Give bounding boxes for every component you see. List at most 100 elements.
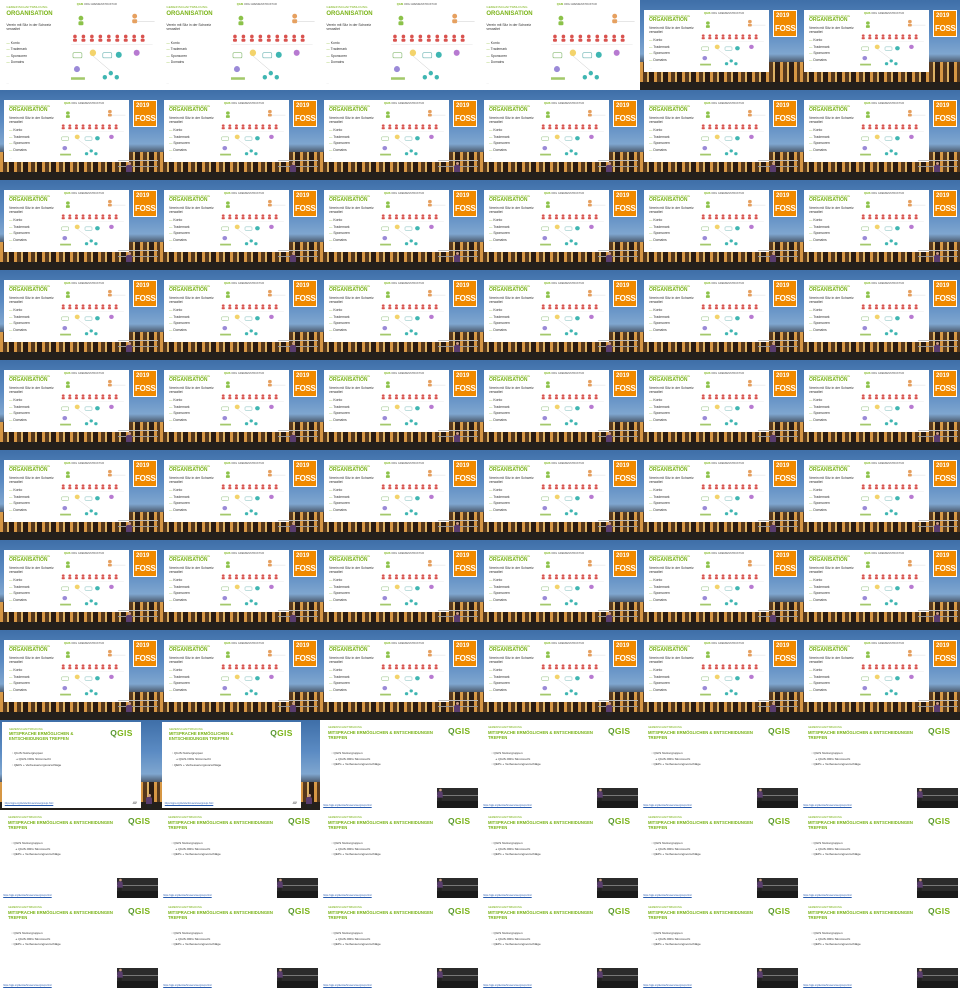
usergroups-link[interactable]: https://qgis.org/de/site/forusers/usergr… <box>483 895 532 898</box>
usergroups-link[interactable]: https://qgis.org/de/site/forusers/usergr… <box>323 985 372 988</box>
usergroups-link[interactable]: https://qgis.org/de/site/forusers/usergr… <box>3 985 52 988</box>
video-frame-thumbnail[interactable]: GEMEINSCHAFTSBILDUNG MITSPRACHE ERMÖGLIC… <box>320 720 480 810</box>
video-frame-thumbnail[interactable]: GEMEINSCHAFTSBILDUNG ORGANISATION Verein… <box>160 360 320 450</box>
video-frame-thumbnail[interactable]: GEMEINSCHAFTSBILDUNG ORGANISATION Verein… <box>320 90 480 180</box>
usergroups-link[interactable]: https://qgis.org/de/site/forusers/usergr… <box>323 895 372 898</box>
video-frame-thumbnail[interactable]: GEMEINSCHAFTSBILDUNG ORGANISATION Verein… <box>160 180 320 270</box>
video-frame-thumbnail[interactable]: GEMEINSCHAFTSBILDUNG ORGANISATION Verein… <box>160 540 320 630</box>
video-frame-thumbnail[interactable]: GEMEINSCHAFTSBILDUNG ORGANISATION Verein… <box>640 90 800 180</box>
video-frame-thumbnail[interactable]: GEMEINSCHAFTSBILDUNG ORGANISATION Verein… <box>320 270 480 360</box>
video-frame-thumbnail[interactable]: GEMEINSCHAFTSBILDUNG ORGANISATION Verein… <box>320 630 480 720</box>
video-frame-thumbnail[interactable]: GEMEINSCHAFTSBILDUNG ORGANISATION Verein… <box>800 180 960 270</box>
video-frame-thumbnail[interactable]: GEMEINSCHAFTSBILDUNG ORGANISATION Verein… <box>0 360 160 450</box>
video-frame-thumbnail[interactable]: GEMEINSCHAFTSBILDUNG ORGANISATION Verein… <box>800 450 960 540</box>
video-frame-thumbnail[interactable]: GEMEINSCHAFTSBILDUNG ORGANISATION Verein… <box>0 90 160 180</box>
video-frame-thumbnail[interactable]: GEMEINSCHAFTSBILDUNG ORGANISATION Verein… <box>800 360 960 450</box>
video-frame-thumbnail[interactable]: GEMEINSCHAFTSBILDUNG ORGANISATION Verein… <box>800 630 960 720</box>
qgis-slide: GEMEINSCHAFTSBILDUNG MITSPRACHE ERMÖGLIC… <box>800 720 960 810</box>
org-diagram-icons <box>379 649 445 696</box>
usergroups-link[interactable]: https://qgis.org/de/site/forusers/usergr… <box>4 803 54 806</box>
video-frame-thumbnail[interactable]: GEMEINSCHAFTSBILDUNG ORGANISATION Verein… <box>800 90 960 180</box>
slide-ellipsis: … <box>489 335 492 340</box>
qgis-point-list: QGIS NutzergruppenQGIS.ORG StimmrechtQEP… <box>491 931 541 949</box>
video-frame-thumbnail[interactable]: GEMEINSCHAFTSBILDUNG ORGANISATION Verein… <box>640 0 800 90</box>
usergroups-link[interactable]: https://qgis.org/de/site/forusers/usergr… <box>163 985 212 988</box>
video-frame-thumbnail[interactable]: GEMEINSCHAFTSBILDUNG MITSPRACHE ERMÖGLIC… <box>640 810 800 900</box>
video-frame-thumbnail[interactable]: GEMEINSCHAFTSBILDUNG MITSPRACHE ERMÖGLIC… <box>160 900 320 990</box>
org-bullet: Trademark <box>649 404 670 410</box>
video-frame-thumbnail[interactable]: GEMEINSCHAFTSBILDUNG ORGANISATION Verein… <box>160 450 320 540</box>
video-frame-thumbnail[interactable]: GEMEINSCHAFTSBILDUNG ORGANISATION Verein… <box>320 0 480 90</box>
usergroups-link[interactable]: https://qgis.org/de/site/forusers/usergr… <box>323 805 372 808</box>
org-bullet: Domains <box>329 147 350 153</box>
video-frame-thumbnail[interactable]: GEMEINSCHAFTSBILDUNG ORGANISATION Verein… <box>0 630 160 720</box>
video-frame-thumbnail[interactable]: GEMEINSCHAFTSBILDUNG ORGANISATION Verein… <box>160 630 320 720</box>
video-frame-thumbnail[interactable]: GEMEINSCHAFTSBILDUNG ORGANISATION Verein… <box>0 180 160 270</box>
usergroups-link[interactable]: https://qgis.org/de/site/forusers/usergr… <box>483 805 532 808</box>
video-frame-thumbnail[interactable]: GEMEINSCHAFTSBILDUNG ORGANISATION Verein… <box>160 90 320 180</box>
usergroups-link[interactable]: https://qgis.org/de/site/forusers/usergr… <box>643 895 692 898</box>
video-frame-thumbnail[interactable]: GEMEINSCHAFTSBILDUNG ORGANISATION Verein… <box>480 90 640 180</box>
video-frame-thumbnail[interactable]: GEMEINSCHAFTSBILDUNG ORGANISATION Verein… <box>800 0 960 90</box>
video-frame-thumbnail[interactable]: GEMEINSCHAFTSBILDUNG ORGANISATION Verein… <box>160 0 320 90</box>
video-frame-thumbnail[interactable]: GEMEINSCHAFTSBILDUNG MITSPRACHE ERMÖGLIC… <box>800 720 960 810</box>
video-frame-thumbnail[interactable]: GEMEINSCHAFTSBILDUNG ORGANISATION Verein… <box>0 270 160 360</box>
usergroups-link[interactable]: https://qgis.org/de/site/forusers/usergr… <box>164 803 214 806</box>
qgis-slide: GEMEINSCHAFTSBILDUNG MITSPRACHE ERMÖGLIC… <box>2 722 141 808</box>
video-frame-thumbnail[interactable]: GEMEINSCHAFTSBILDUNG MITSPRACHE ERMÖGLIC… <box>0 720 160 810</box>
video-frame-thumbnail[interactable]: GEMEINSCHAFTSBILDUNG MITSPRACHE ERMÖGLIC… <box>480 810 640 900</box>
usergroups-link[interactable]: https://qgis.org/de/site/forusers/usergr… <box>483 985 532 988</box>
qgis-point: QGIS Nutzergruppen <box>491 931 541 937</box>
video-frame-thumbnail[interactable]: GEMEINSCHAFTSBILDUNG MITSPRACHE ERMÖGLIC… <box>320 810 480 900</box>
video-frame-thumbnail[interactable]: GEMEINSCHAFTSBILDUNG ORGANISATION Verein… <box>640 270 800 360</box>
org-bullet: Sponsoren <box>809 590 829 596</box>
usergroups-link[interactable]: https://qgis.org/de/site/forusers/usergr… <box>3 895 52 898</box>
foss-word: FOSS <box>775 474 796 483</box>
organisation-slide: GEMEINSCHAFTSBILDUNG ORGANISATION Verein… <box>4 550 129 612</box>
usergroups-link[interactable]: https://qgis.org/de/site/forusers/usergr… <box>803 805 852 808</box>
video-frame-thumbnail[interactable]: GEMEINSCHAFTSBILDUNG ORGANISATION Verein… <box>640 450 800 540</box>
stage-floor <box>800 712 960 720</box>
video-frame-thumbnail[interactable]: GEMEINSCHAFTSBILDUNG MITSPRACHE ERMÖGLIC… <box>640 720 800 810</box>
video-frame-thumbnail[interactable]: GEMEINSCHAFTSBILDUNG ORGANISATION Verein… <box>320 450 480 540</box>
video-frame-thumbnail[interactable]: GEMEINSCHAFTSBILDUNG MITSPRACHE ERMÖGLIC… <box>800 900 960 990</box>
usergroups-link[interactable]: https://qgis.org/de/site/forusers/usergr… <box>643 985 692 988</box>
video-frame-thumbnail[interactable]: GEMEINSCHAFTSBILDUNG ORGANISATION Verein… <box>640 630 800 720</box>
slide-title: ORGANISATION <box>649 377 688 384</box>
org-bullet: Konto <box>809 577 830 583</box>
video-frame-thumbnail[interactable]: GEMEINSCHAFTSBILDUNG ORGANISATION Verein… <box>800 270 960 360</box>
video-frame-thumbnail[interactable]: GEMEINSCHAFTSBILDUNG MITSPRACHE ERMÖGLIC… <box>800 810 960 900</box>
video-frame-thumbnail[interactable]: GEMEINSCHAFTSBILDUNG ORGANISATION Verein… <box>0 0 160 90</box>
video-frame-thumbnail[interactable]: GEMEINSCHAFTSBILDUNG MITSPRACHE ERMÖGLIC… <box>640 900 800 990</box>
video-frame-thumbnail[interactable]: GEMEINSCHAFTSBILDUNG MITSPRACHE ERMÖGLIC… <box>160 810 320 900</box>
video-frame-thumbnail[interactable]: GEMEINSCHAFTSBILDUNG MITSPRACHE ERMÖGLIC… <box>320 900 480 990</box>
usergroups-link[interactable]: https://qgis.org/de/site/forusers/usergr… <box>803 895 852 898</box>
video-frame-thumbnail[interactable]: GEMEINSCHAFTSBILDUNG MITSPRACHE ERMÖGLIC… <box>480 900 640 990</box>
video-frame-thumbnail[interactable]: GEMEINSCHAFTSBILDUNG ORGANISATION Verein… <box>320 360 480 450</box>
video-frame-thumbnail[interactable]: GEMEINSCHAFTSBILDUNG ORGANISATION Verein… <box>480 180 640 270</box>
video-frame-thumbnail[interactable]: GEMEINSCHAFTSBILDUNG ORGANISATION Verein… <box>160 270 320 360</box>
usergroups-link[interactable]: https://qgis.org/de/site/forusers/usergr… <box>163 895 212 898</box>
org-bullet: Trademark <box>649 44 670 50</box>
usergroups-link[interactable]: https://qgis.org/de/site/forusers/usergr… <box>803 985 852 988</box>
video-frame-thumbnail[interactable]: GEMEINSCHAFTSBILDUNG ORGANISATION Verein… <box>640 180 800 270</box>
video-frame-thumbnail[interactable]: GEMEINSCHAFTSBILDUNG ORGANISATION Verein… <box>320 180 480 270</box>
video-frame-thumbnail[interactable]: GEMEINSCHAFTSBILDUNG MITSPRACHE ERMÖGLIC… <box>480 720 640 810</box>
video-frame-thumbnail[interactable]: GEMEINSCHAFTSBILDUNG MITSPRACHE ERMÖGLIC… <box>0 810 160 900</box>
video-frame-thumbnail[interactable]: GEMEINSCHAFTSBILDUNG ORGANISATION Verein… <box>640 540 800 630</box>
video-frame-thumbnail[interactable]: GEMEINSCHAFTSBILDUNG ORGANISATION Verein… <box>640 360 800 450</box>
video-frame-thumbnail[interactable]: GEMEINSCHAFTSBILDUNG MITSPRACHE ERMÖGLIC… <box>160 720 320 810</box>
video-frame-thumbnail[interactable]: GEMEINSCHAFTSBILDUNG ORGANISATION Verein… <box>480 0 640 90</box>
video-frame-thumbnail[interactable]: GEMEINSCHAFTSBILDUNG ORGANISATION Verein… <box>480 450 640 540</box>
usergroups-link[interactable]: https://qgis.org/de/site/forusers/usergr… <box>643 805 692 808</box>
video-frame-thumbnail[interactable]: GEMEINSCHAFTSBILDUNG ORGANISATION Verein… <box>480 360 640 450</box>
video-frame-thumbnail[interactable]: GEMEINSCHAFTSBILDUNG ORGANISATION Verein… <box>480 270 640 360</box>
video-frame-thumbnail[interactable]: GEMEINSCHAFTSBILDUNG ORGANISATION Verein… <box>0 450 160 540</box>
org-bullet: Sponsoren <box>489 320 509 326</box>
video-frame-thumbnail[interactable]: GEMEINSCHAFTSBILDUNG ORGANISATION Verein… <box>480 630 640 720</box>
video-frame-thumbnail[interactable]: GEMEINSCHAFTSBILDUNG ORGANISATION Verein… <box>800 540 960 630</box>
video-frame-thumbnail[interactable]: GEMEINSCHAFTSBILDUNG ORGANISATION Verein… <box>320 540 480 630</box>
video-frame-thumbnail[interactable]: GEMEINSCHAFTSBILDUNG ORGANISATION Verein… <box>480 540 640 630</box>
video-frame-thumbnail[interactable]: GEMEINSCHAFTSBILDUNG ORGANISATION Verein… <box>0 540 160 630</box>
video-frame-thumbnail[interactable]: GEMEINSCHAFTSBILDUNG MITSPRACHE ERMÖGLIC… <box>0 900 160 990</box>
